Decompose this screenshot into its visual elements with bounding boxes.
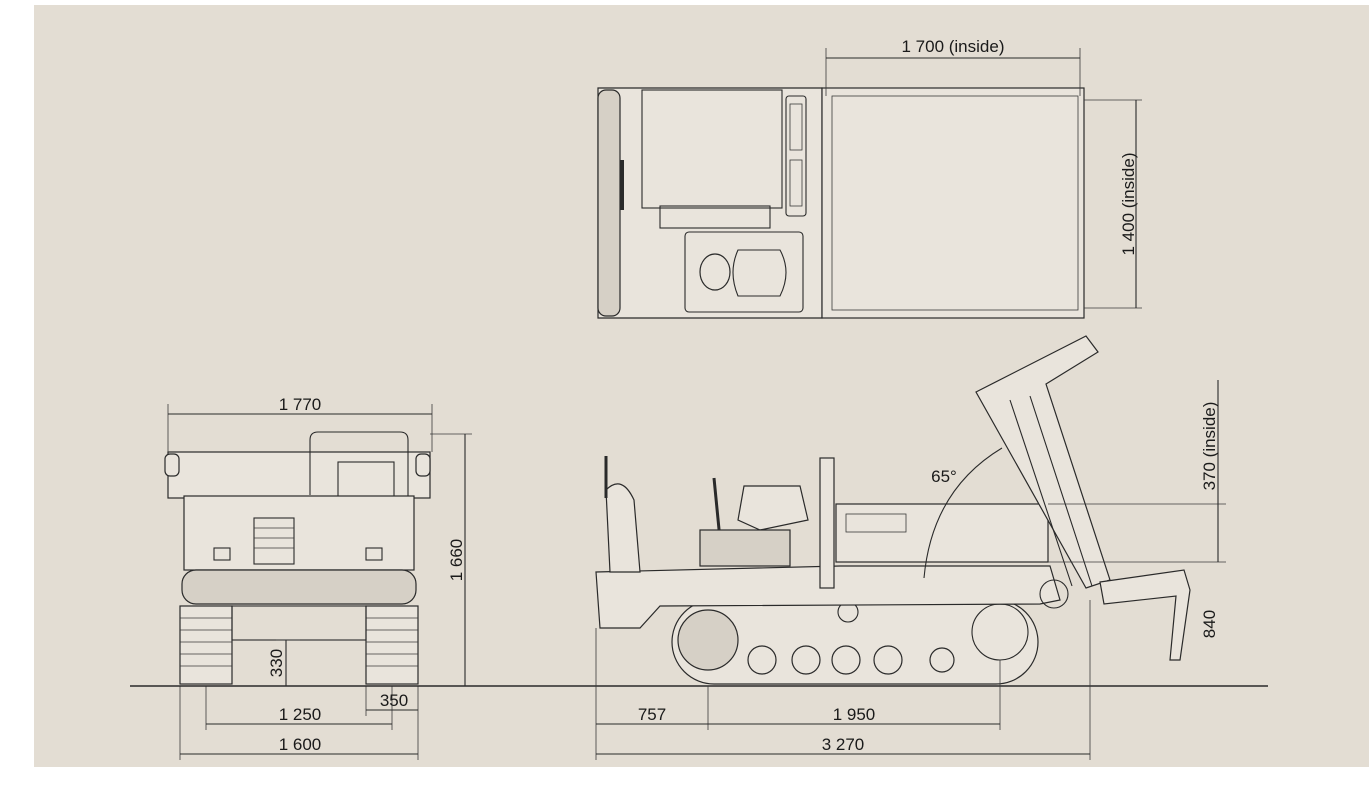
dim-dump-angle: 65° [931,467,957,486]
side-view-hinge [1039,579,1069,609]
dim-bed-depth: 370 (inside) [1200,402,1219,491]
top-view-seat [732,249,787,297]
front-view: 1 770 1 660 330 1 250 350 1 600 [164,395,472,760]
side-view-bed-strut [1029,395,1093,587]
front-view-track-treads [180,617,418,667]
top-view-front-guard [597,89,621,317]
side-view-roller [873,645,903,675]
side-view-roller [747,645,777,675]
top-view-bed-inner [831,95,1079,311]
front-view-body [183,495,415,571]
top-view-vent-1 [789,103,803,151]
side-view-roller [929,647,955,673]
top-view-dump-bed [821,87,1085,319]
dim-overall-height: 1 660 [447,539,466,582]
top-view: 1 700 (inside) 1 400 (inside) [597,37,1142,319]
front-view-bumper [181,569,417,605]
dim-overall-length: 3 270 [822,735,865,754]
side-view-roller [831,645,861,675]
front-view-canopy [167,451,431,499]
side-view-chassis [595,565,1061,629]
top-view-steering-column [699,253,731,291]
front-view-rollbar [309,431,409,520]
top-view-control-panel [659,205,771,229]
side-view-raised-bed [975,335,1111,589]
side-view-angle-arc [923,447,1003,579]
side-view-front-guard [605,483,641,573]
side-view-tailgate [1099,569,1191,661]
dim-width-over-tracks: 1 600 [279,735,322,754]
dim-front-overhang: 757 [638,705,666,724]
side-view-sprocket [677,609,739,671]
dim-track-gauge: 1 250 [279,705,322,724]
top-view-seat-well [684,231,804,313]
front-view-mirror-left [164,453,180,477]
dim-bed-height: 840 [1200,610,1219,638]
front-view-light-left [213,547,231,561]
side-view-seat [737,485,809,531]
dim-track-width: 350 [380,691,408,710]
side-view-bed-strut [1009,399,1073,587]
top-view-engine-hood [641,89,783,209]
dim-bed-width: 1 400 (inside) [1119,152,1138,255]
front-view-mirror-right [415,453,431,477]
dim-overall-width: 1 770 [279,395,322,414]
side-view-roller [791,645,821,675]
top-view-side-panel [785,95,807,217]
side-view-rollbar [819,457,835,589]
front-view-track-right [365,605,419,685]
front-view-light-right [365,547,383,561]
top-view-vent-2 [789,159,803,207]
dim-bed-length: 1 700 (inside) [901,37,1004,56]
side-view-bed-plate [845,513,907,533]
dim-ground-clearance: 330 [267,649,286,677]
dim-tumbler-distance: 1 950 [833,705,876,724]
side-view-console [699,529,791,567]
side-view: 65° 370 (inside) 840 757 1 950 3 270 [595,335,1226,760]
front-view-track-left [179,605,233,685]
front-view-grille [253,517,295,565]
